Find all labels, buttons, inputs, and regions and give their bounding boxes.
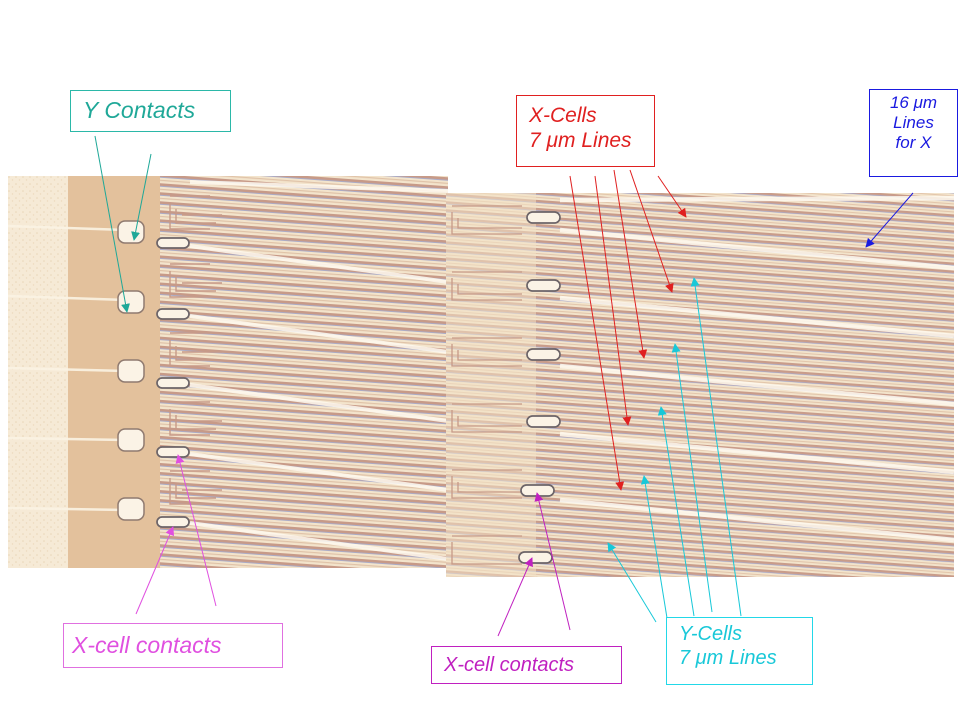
x-cells-label: X-Cells 7 μm Lines <box>516 95 655 167</box>
y-cells-title: Y-Cells <box>679 623 742 645</box>
sixteen-um-line-1: 16 μm <box>889 93 938 112</box>
x-cells-arrows <box>569 169 687 491</box>
x-cells-subtitle: 7 μm Lines <box>529 128 632 152</box>
y-cells-subtitle: 7 μm Lines <box>679 646 777 669</box>
sixteen-um-line-3: for X <box>895 133 932 153</box>
x-cells-title: X-Cells <box>529 104 597 127</box>
x-cell-contacts-left-label: X-cell contacts <box>63 623 283 668</box>
y-contacts-label: Y Contacts <box>70 90 231 132</box>
x-cell-contacts-right-label: X-cell contacts <box>431 646 622 684</box>
x-cell-contacts-right-text: X-cell contacts <box>444 654 575 676</box>
sixteen-um-arrow <box>865 192 914 248</box>
sixteen-um-lines-label: 16 μm Lines for X <box>869 89 958 177</box>
micrograph-left <box>8 176 448 568</box>
micrograph-right <box>446 193 954 577</box>
x-cell-contacts-right-arrows <box>497 492 571 637</box>
y-contacts-arrows <box>94 135 152 313</box>
y-contacts-text: Y Contacts <box>83 97 196 123</box>
sixteen-um-line-2: Lines <box>893 113 934 133</box>
x-cell-contacts-left-text: X-cell contacts <box>72 632 222 658</box>
y-cells-arrows <box>607 277 742 623</box>
y-cells-label: Y-Cells 7 μm Lines <box>666 617 813 685</box>
x-cell-contacts-left-arrows <box>135 454 217 615</box>
